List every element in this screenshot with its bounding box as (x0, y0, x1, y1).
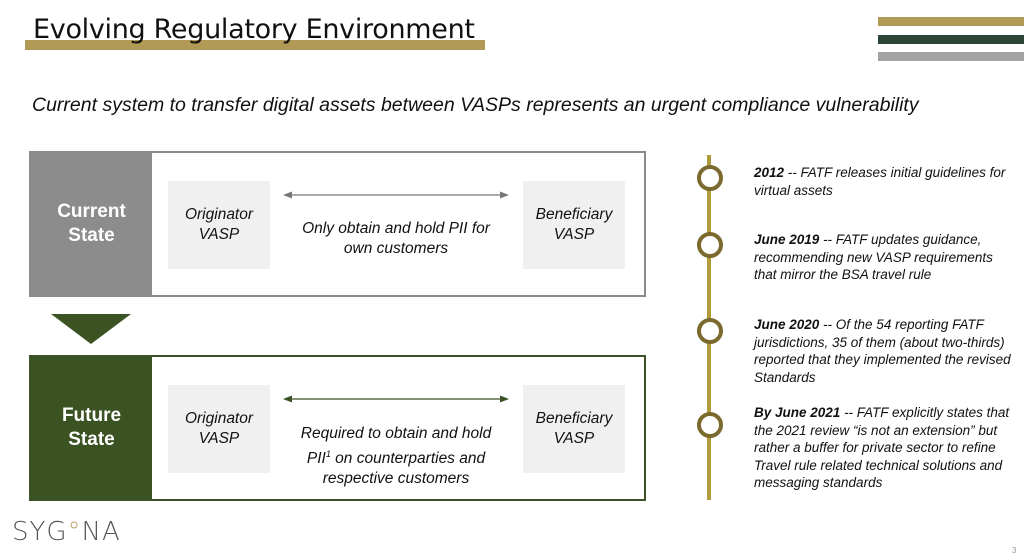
description-line1: Required to obtain and hold (300, 425, 492, 442)
current-state-label-line2: State (68, 225, 115, 246)
timeline-node-icon (697, 165, 723, 191)
down-arrow-icon (51, 314, 131, 344)
current-state-panel: Current State Originator VASP Only obtai… (29, 151, 646, 297)
logo-o-mark: ° (67, 517, 82, 547)
beneficiary-label-line2: VASP (553, 430, 595, 447)
future-state-panel: Future State Originator VASP Required to… (29, 355, 646, 501)
footnote-marker: 1 (325, 449, 331, 459)
description-line3: respective customers (322, 470, 470, 488)
timeline-text: -- FATF updates guidance, recommending n… (754, 232, 993, 282)
title-block: Evolving Regulatory Environment (25, 14, 485, 50)
pii-text: PII (306, 450, 326, 468)
beneficiary-label-line1: Beneficiary (535, 410, 613, 427)
future-state-label-line2: State (68, 429, 115, 450)
current-state-label: Current State (31, 153, 152, 295)
timeline-text: -- FATF releases initial guidelines for … (754, 165, 1006, 198)
logo-part2: NA (81, 517, 121, 547)
future-state-label-line1: Future (61, 405, 122, 426)
timeline-date: By June 2021 (754, 405, 841, 420)
description-line2-rest: on counterparties and (330, 450, 486, 468)
page-title: Evolving Regulatory Environment (33, 14, 475, 45)
timeline-text: -- Of the 54 reporting FATF jurisdiction… (754, 317, 1011, 385)
decorative-bar-gray (878, 52, 1024, 61)
timeline-item: June 2020 -- Of the 54 reporting FATF ju… (754, 316, 1016, 386)
timeline-text: -- FATF explicitly states that the 2021 … (754, 405, 1010, 490)
beneficiary-label-line1: Beneficiary (535, 206, 613, 223)
originator-label-line2: VASP (198, 430, 240, 447)
originator-label-line1: Originator (184, 410, 254, 427)
description-line2: PII1 on counterparties and (281, 444, 511, 469)
timeline-item: By June 2021 -- FATF explicitly states t… (754, 404, 1016, 492)
double-arrow-icon (283, 395, 509, 403)
timeline-node-icon (697, 232, 723, 258)
timeline-item: June 2019 -- FATF updates guidance, reco… (754, 231, 1016, 284)
originator-label-line2: VASP (198, 226, 240, 243)
timeline-date: June 2019 (754, 232, 820, 247)
timeline-node-icon (697, 318, 723, 344)
timeline-node-icon (697, 412, 723, 438)
description-line1: Only obtain and hold PII for (302, 220, 490, 237)
future-state-label: Future State (31, 357, 152, 499)
logo-part1: SYG (12, 517, 68, 547)
current-originator-vasp: Originator VASP (168, 181, 270, 269)
timeline-date: 2012 (754, 165, 785, 180)
page-subtitle: Current system to transfer digital asset… (32, 94, 919, 116)
beneficiary-label-line2: VASP (553, 226, 595, 243)
future-state-description: Required to obtain and hold PII1 on coun… (281, 424, 511, 489)
page-number: 3 (1012, 546, 1017, 555)
originator-label-line1: Originator (184, 206, 254, 223)
timeline-item: 2012 -- FATF releases initial guidelines… (754, 164, 1016, 199)
sygna-logo: SYG°NA (12, 517, 121, 547)
future-beneficiary-vasp: Beneficiary VASP (523, 385, 625, 473)
future-originator-vasp: Originator VASP (168, 385, 270, 473)
timeline-date: June 2020 (754, 317, 820, 332)
description-line2: own customers (343, 240, 449, 257)
current-beneficiary-vasp: Beneficiary VASP (523, 181, 625, 269)
double-arrow-icon (283, 191, 509, 199)
current-state-label-line1: Current (57, 201, 126, 222)
current-state-description: Only obtain and hold PII for own custome… (281, 219, 511, 259)
decorative-bar-gold (878, 17, 1024, 26)
decorative-bar-green (878, 35, 1024, 44)
title-underline-bar (25, 40, 485, 50)
